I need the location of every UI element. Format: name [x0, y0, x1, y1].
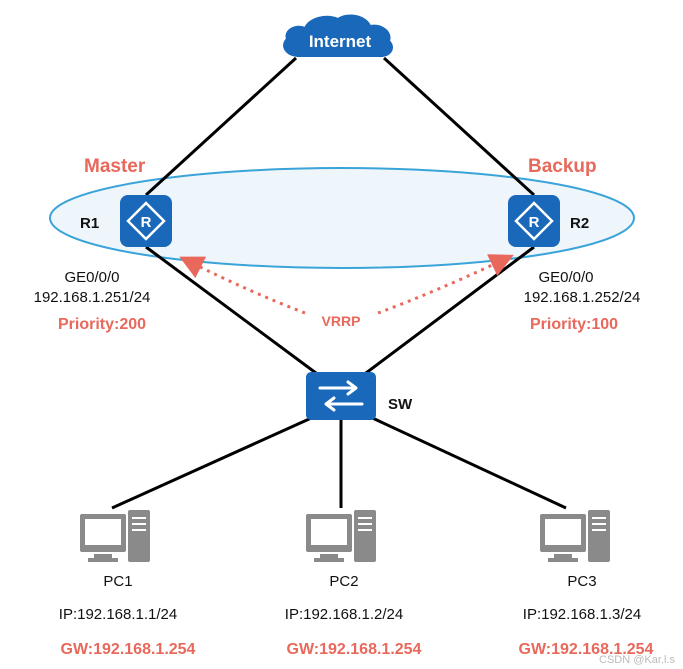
link-internet-r1 [144, 56, 298, 197]
r1-name-label: R1 [80, 215, 99, 232]
r1-ip-label: 192.168.1.251/24 [34, 289, 151, 306]
router-r2: R [508, 195, 560, 247]
internet-label: Internet [309, 32, 372, 51]
pc1-name-label: PC1 [103, 573, 132, 590]
r1-priority-label: Priority:200 [58, 316, 146, 333]
pc3-name-label: PC3 [567, 573, 596, 590]
r2-name-label: R2 [570, 215, 589, 232]
r1-interface-label: GE0/0/0 [64, 269, 119, 286]
router-icon [120, 195, 172, 247]
svg-text:R: R [529, 214, 540, 231]
link-sw-pc1 [111, 413, 319, 510]
vrrp-arrow-right [377, 254, 514, 315]
pc2-ip-label: IP:192.168.1.2/24 [285, 606, 403, 623]
link-internet-r2 [382, 56, 536, 197]
links [111, 56, 567, 510]
vrrp-label: VRRP [322, 313, 361, 329]
switch-label: SW [388, 396, 413, 413]
pc1-icon [80, 510, 150, 562]
watermark: CSDN @Kar.l.s [599, 654, 675, 666]
vrrp-group-ellipse [49, 167, 635, 269]
svg-text:R: R [141, 214, 152, 231]
r2-role-label: Backup [528, 156, 597, 177]
pc1-ip-label: IP:192.168.1.1/24 [59, 606, 177, 623]
router-r1: R [120, 195, 172, 247]
pc3-gw-label: GW:192.168.1.254 [519, 641, 654, 658]
pc2-name-label: PC2 [329, 573, 358, 590]
r2-ip-label: 192.168.1.252/24 [524, 289, 641, 306]
switch-icon [306, 372, 376, 420]
link-r1-sw [145, 245, 321, 378]
pc2-gw-label: GW:192.168.1.254 [287, 641, 422, 658]
router-icon [508, 195, 560, 247]
r2-interface-label: GE0/0/0 [538, 269, 593, 286]
link-sw-pc3 [365, 413, 567, 510]
internet-cloud-icon: Internet [283, 14, 393, 58]
pc3-ip-label: IP:192.168.1.3/24 [523, 606, 641, 623]
pc3-icon [540, 510, 610, 562]
vrrp-arrow-left [179, 256, 306, 315]
r1-role-label: Master [84, 156, 146, 177]
pc1-gw-label: GW:192.168.1.254 [61, 641, 196, 658]
pc2-icon [306, 510, 376, 562]
switch-sw [306, 372, 376, 420]
r2-priority-label: Priority:100 [530, 316, 618, 333]
